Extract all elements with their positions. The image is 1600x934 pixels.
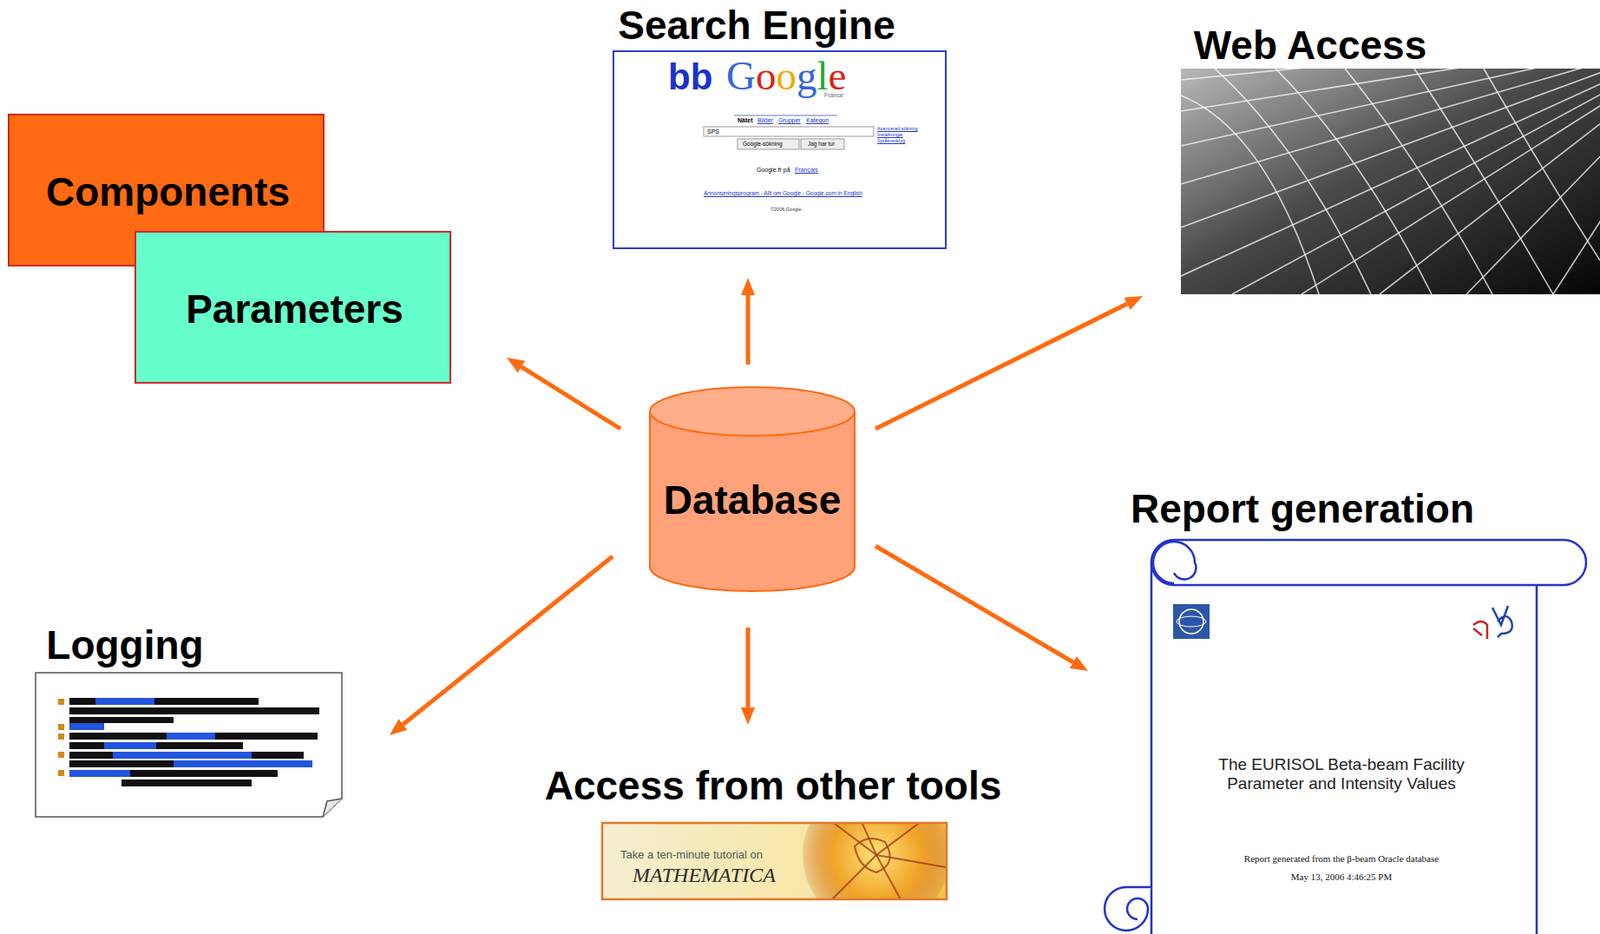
screenshot-text: Google.fr på <box>756 166 791 174</box>
screenshot-text: SPS <box>707 128 720 136</box>
screenshot-text: ©2006 Google <box>770 206 802 212</box>
report-title: The EURISOL Beta-beam Facility Parameter… <box>1193 754 1489 794</box>
scroll-top-roll <box>1151 539 1587 585</box>
cern-logo <box>1179 609 1204 634</box>
screenshot-text: France <box>824 91 844 99</box>
cern-logo <box>1173 603 1210 639</box>
arrow-connector <box>746 295 751 365</box>
scroll-curl <box>1104 886 1152 931</box>
screenshot-text: Nätet <box>737 117 754 125</box>
screenshot-text: Inställningar <box>877 131 904 138</box>
node-heading: Access from other tools <box>544 762 1003 809</box>
search-screenshot <box>703 115 874 150</box>
cern-logo <box>1176 616 1207 627</box>
box-label: Parameters <box>185 286 404 333</box>
node-heading: Report generation <box>1130 485 1475 532</box>
node-heading: Web Access <box>1193 22 1427 69</box>
log-document <box>35 672 342 817</box>
logo-text: Google <box>726 53 846 99</box>
scroll-curl <box>1153 541 1196 584</box>
report-note: Report generated from the β-beam Oracle … <box>1244 852 1439 865</box>
arrow-connector <box>521 367 621 429</box>
arrow-connector <box>403 556 613 724</box>
banner-text: Take a ten-minute tutorial on <box>620 848 763 862</box>
project-logo <box>1473 621 1488 639</box>
screenshot-text: Grupper <box>778 117 801 125</box>
screenshot-text: Français <box>794 166 819 174</box>
screenshot-text: Jag har tur <box>807 140 835 147</box>
parameters-box: Parameters <box>134 230 452 384</box>
banner-logo-text: MATHEMATICA <box>632 863 776 888</box>
cylinder-body <box>649 411 855 591</box>
screenshot-text: Avancerad sökning <box>877 125 919 132</box>
arrow-connector <box>746 627 751 708</box>
web-image <box>1180 68 1600 295</box>
tools-banner: Access from other toolsTake a ten-minute… <box>602 822 947 899</box>
project-logo <box>1492 605 1513 637</box>
screenshot-text: Annonseringsprogram - Allt om Google - G… <box>703 190 863 197</box>
scroll-body <box>1151 562 1537 934</box>
cylinder-top <box>649 386 855 436</box>
database-cylinder: Database <box>649 386 856 592</box>
logging-document: Logging <box>35 672 342 817</box>
screenshot-text: Bilder <box>757 117 774 125</box>
node-heading: Search Engine <box>617 2 896 49</box>
box-label: Components <box>45 169 290 216</box>
box-label: Database <box>663 477 842 524</box>
web-access-image: Web Access <box>1180 68 1600 295</box>
report-date: May 13, 2006 4:46:25 PM <box>1291 871 1392 883</box>
screenshot-text: Google-sökning <box>742 140 783 147</box>
arrow-connector <box>875 303 1128 429</box>
screenshot-text: Kategori <box>806 117 829 125</box>
report-scroll: Report generationThe EURISOL Beta-beam F… <box>1100 537 1588 932</box>
arrow-connector <box>875 545 1074 663</box>
logo-text: bb <box>668 57 713 98</box>
node-heading: Logging <box>45 622 204 669</box>
screenshot-text: Språkverktyg <box>877 137 905 144</box>
